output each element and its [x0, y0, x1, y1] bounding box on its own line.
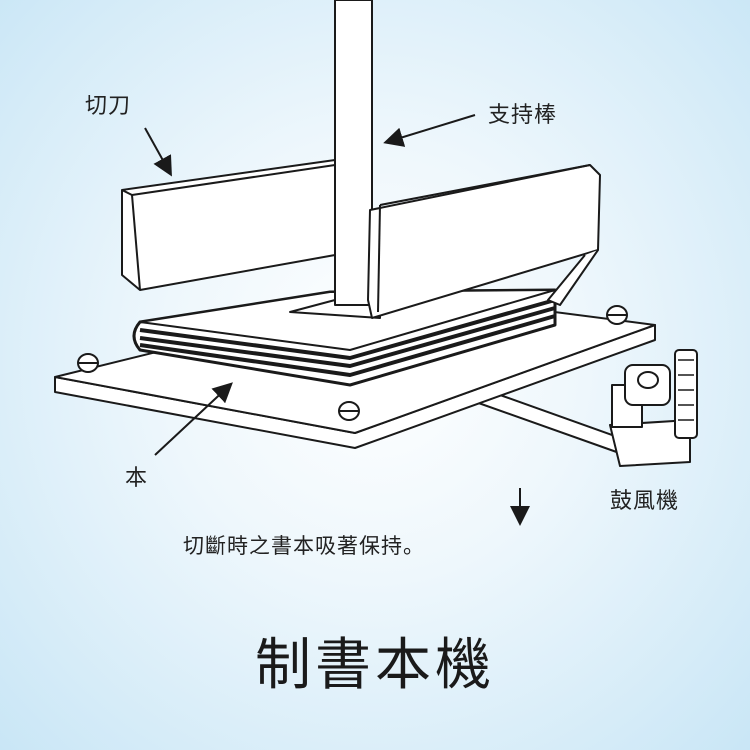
blade-label: 切刀 — [85, 94, 132, 119]
book-label: 本 — [125, 466, 149, 491]
caption: 切斷時之書本吸著保持。 — [183, 534, 425, 558]
blower-icon — [609, 349, 698, 467]
blower-label: 鼓風機 — [610, 489, 680, 514]
support-rod-label: 支持棒 — [488, 103, 558, 128]
book-arrow — [154, 382, 233, 456]
blade-arrow — [144, 127, 172, 177]
cutting-blade-right — [367, 164, 601, 319]
page-title: 制書本機 — [255, 633, 495, 698]
support-rod — [334, 0, 373, 306]
cutting-blade-left — [121, 159, 336, 291]
support-rod-arrow — [383, 114, 476, 147]
screw-icon — [77, 305, 628, 421]
book — [132, 288, 557, 387]
